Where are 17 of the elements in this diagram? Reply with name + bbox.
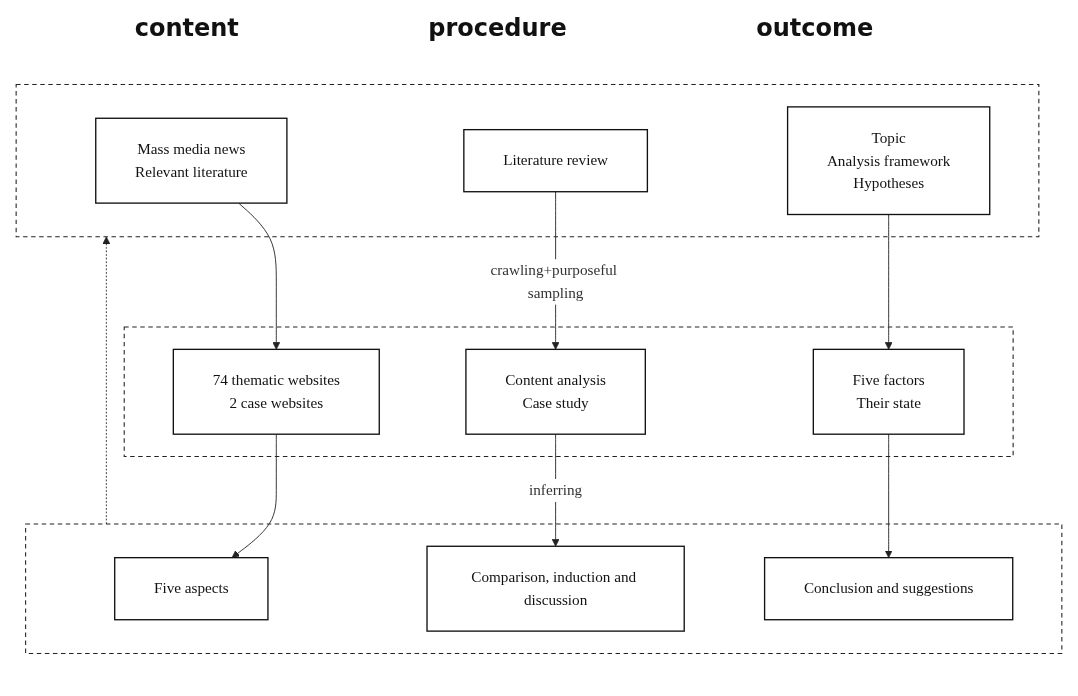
edge-label: inferring [529, 481, 583, 499]
cluster [25, 523, 1063, 654]
node-box: Content analysis Case study [465, 348, 646, 435]
node-box: Five aspects [114, 557, 269, 621]
node-box: Comparison, induction and discussion [426, 545, 685, 632]
cluster [123, 326, 1014, 458]
edge-label: crawling+purposeful sampling [490, 261, 618, 302]
column-heading: outcome [756, 14, 874, 44]
node-box: Conclusion and suggestions [763, 557, 1014, 621]
column-heading: content [134, 14, 239, 44]
cluster [15, 84, 1040, 238]
node-box: 74 thematic websites 2 case websites [172, 348, 380, 435]
node-box: Five factors Their state [812, 348, 965, 435]
node-box: Topic Analysis framework Hypotheses [786, 106, 991, 216]
node-box: Literature review [463, 129, 649, 193]
column-heading: procedure [428, 14, 567, 44]
node-box: Mass media news Relevant literature [95, 117, 288, 204]
